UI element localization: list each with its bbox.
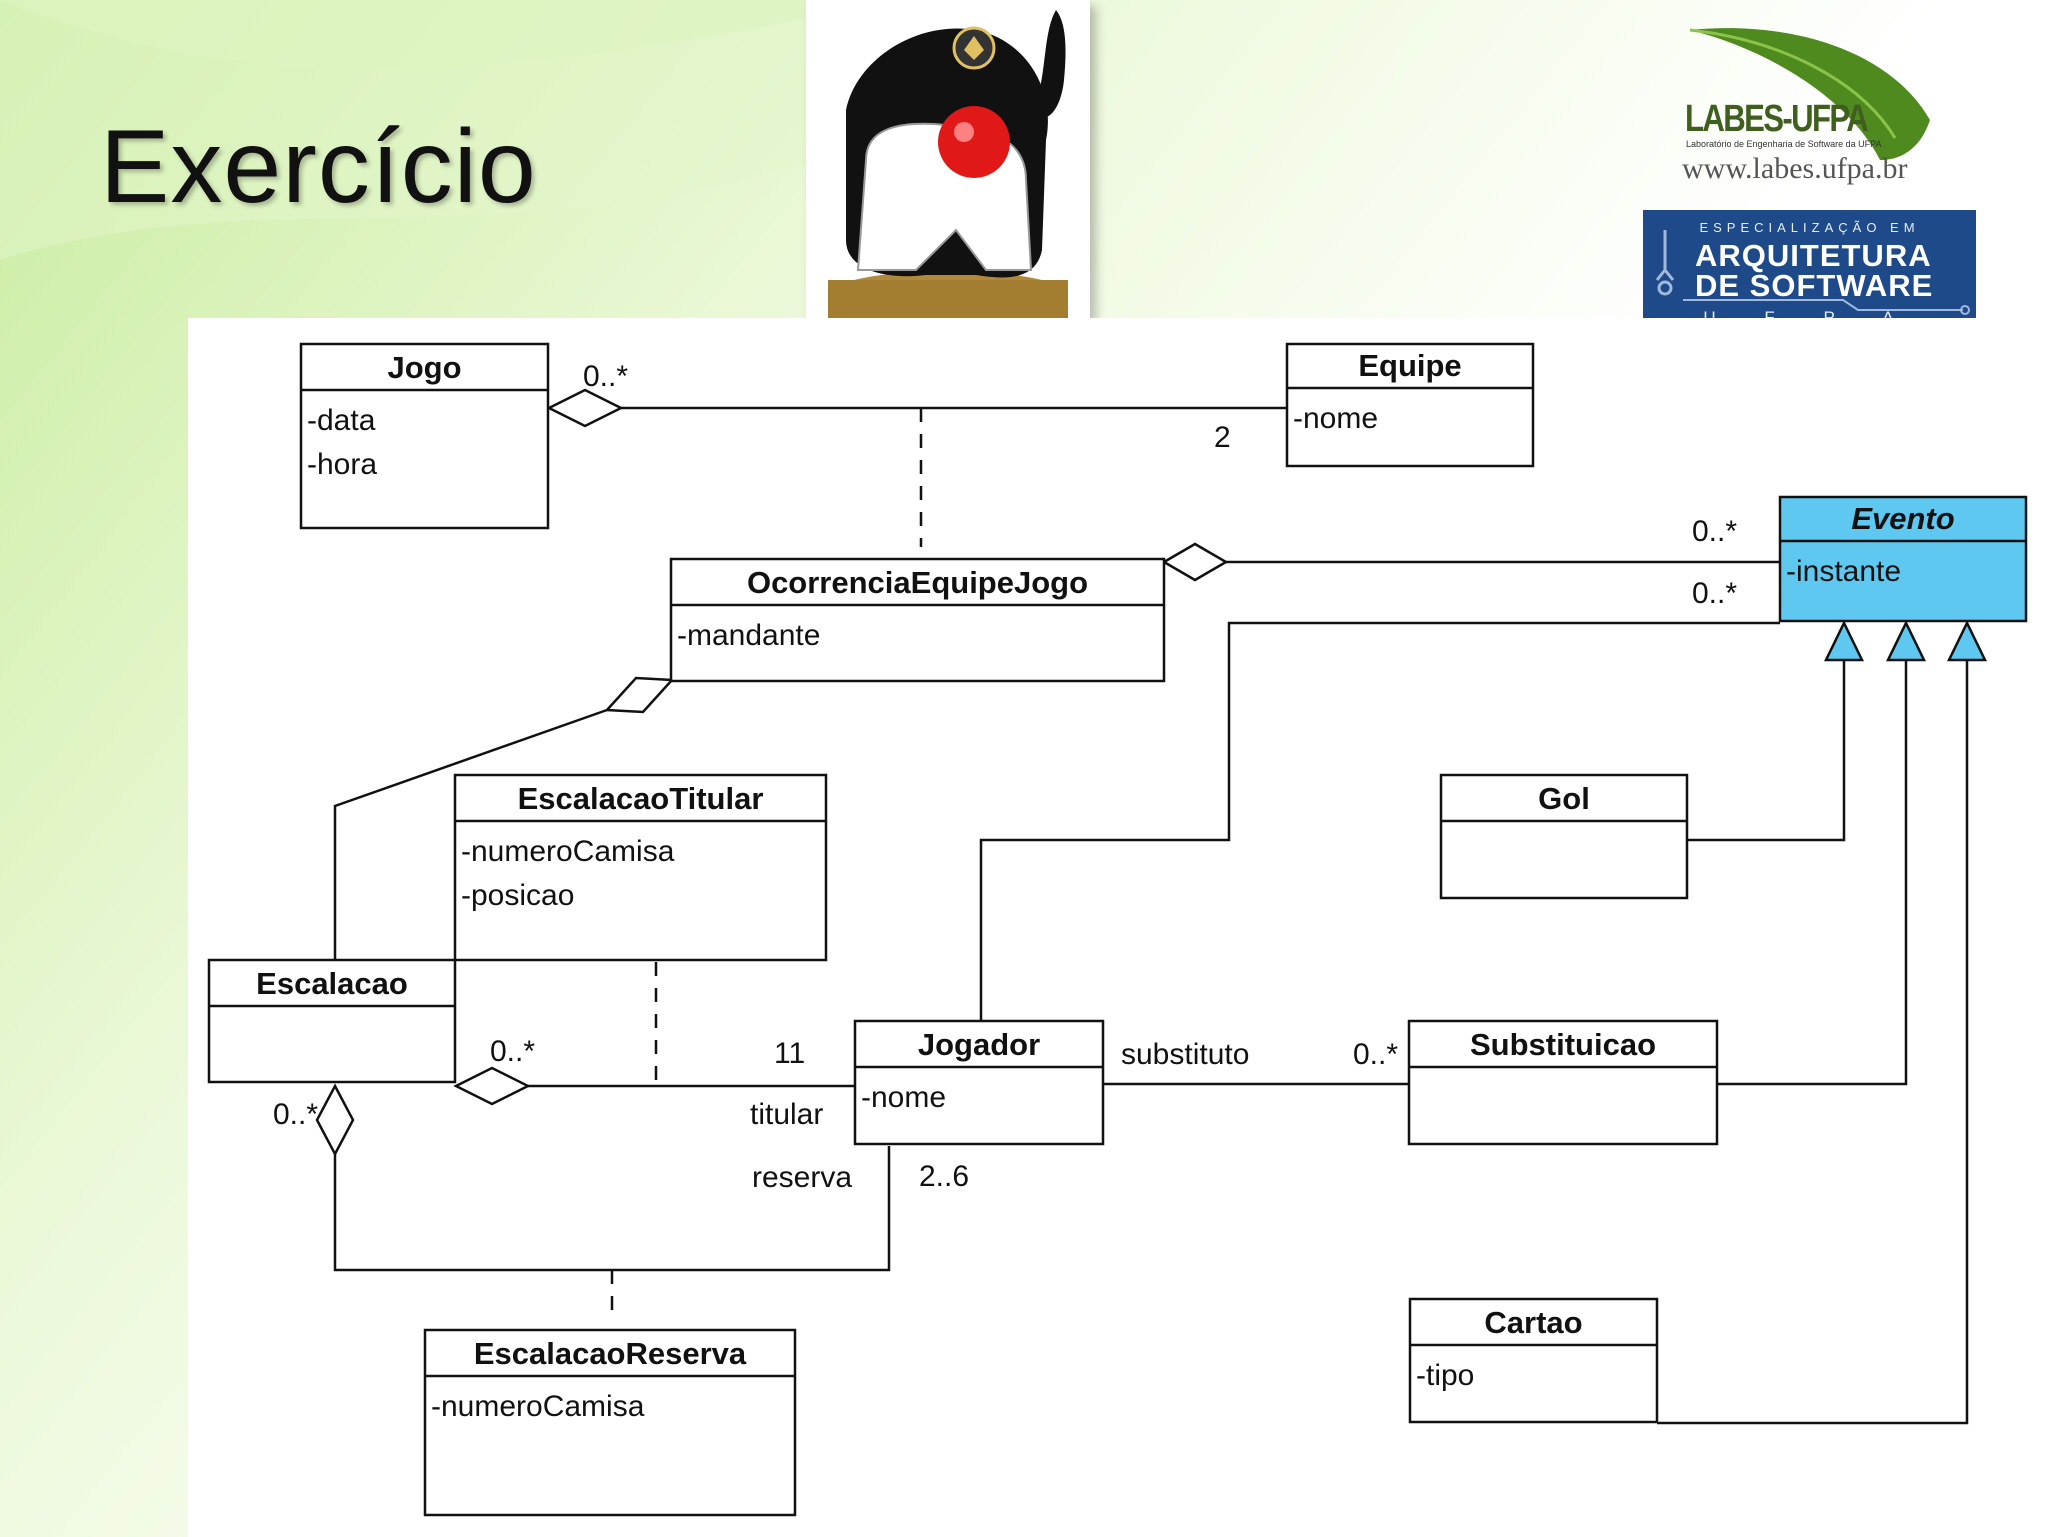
edge-cartao-evento	[1657, 660, 1969, 1425]
label-reserva-mult: 2..6	[919, 1160, 969, 1193]
label-jogo-mult: 0..*	[583, 360, 628, 393]
edge-ocorrencia-escalacao	[333, 708, 608, 960]
class-name: Substituicao	[1470, 1027, 1656, 1062]
class-name: Evento	[1851, 501, 1954, 536]
diamond-escalacao-reserva	[315, 1083, 355, 1157]
leaf-icon	[1689, 28, 1930, 160]
diamond-escalacao-titular	[453, 1066, 531, 1106]
class-name: Equipe	[1358, 348, 1461, 383]
class-attribute: -hora	[307, 448, 377, 481]
class-reserva: EscalacaoReserva -numeroCamisa	[423, 1328, 797, 1517]
labes-logo-text: LABES-UFPA	[1685, 98, 1869, 140]
edge-subst-evento	[1717, 660, 1908, 1086]
class-equipe: Equipe -nome	[1285, 342, 1535, 468]
class-attribute: -mandante	[677, 619, 820, 652]
class-evento: Evento -instante	[1778, 495, 2028, 623]
class-escalacao: Escalacao	[207, 958, 457, 1084]
diamond-ocorrencia-evento	[1161, 542, 1229, 582]
label-titular-role: titular	[750, 1098, 823, 1131]
class-attribute: -nome	[1293, 402, 1378, 435]
labes-url: www.labes.ufpa.br	[1682, 152, 1908, 185]
labes-subtitle: Laboratório de Engenharia de Software da…	[1686, 139, 1882, 149]
class-gol: Gol	[1439, 773, 1689, 900]
class-attribute: -numeroCamisa	[461, 835, 675, 868]
class-box	[299, 342, 550, 530]
uml-class-diagram: Jogo-data-horaEquipe-nomeOcorrenciaEquip…	[207, 342, 2028, 1517]
class-titular: EscalacaoTitular -numeroCamisa -posicao	[453, 773, 828, 962]
label-escalacao-mult: 0..*	[273, 1098, 318, 1131]
edge-gol-evento	[1687, 660, 1846, 842]
course-line-2: ARQUITETURA	[1695, 238, 1932, 273]
class-cartao: Cartao -tipo	[1408, 1297, 1659, 1424]
class-name: Gol	[1538, 781, 1590, 816]
class-box	[853, 1019, 1105, 1146]
generalization-arrow-2	[1886, 620, 1926, 662]
generalization-arrow-3	[1947, 620, 1987, 662]
course-badge: ESPECIALIZAÇÃO EM ARQUITETURA DE SOFTWAR…	[1643, 210, 1976, 333]
class-name: OcorrenciaEquipeJogo	[747, 565, 1088, 600]
class-ocorrencia: OcorrenciaEquipeJogo -mandante	[669, 557, 1166, 683]
class-name: Cartao	[1484, 1305, 1582, 1340]
class-box	[207, 958, 457, 1084]
class-box	[1439, 773, 1689, 900]
class-attribute: -posicao	[461, 879, 574, 912]
duke-mascot-icon	[806, 0, 1090, 318]
class-attribute: -nome	[861, 1081, 946, 1114]
class-box	[1778, 495, 2028, 623]
class-jogo: Jogo -data -hora	[299, 342, 550, 530]
class-name: EscalacaoReserva	[474, 1336, 747, 1371]
label-titular-jog-mult: 11	[774, 1037, 805, 1070]
course-line-1: ESPECIALIZAÇÃO EM	[1699, 220, 1920, 235]
label-equipe-mult: 2	[1214, 421, 1231, 454]
generalization-arrow-1	[1824, 620, 1864, 662]
label-substituto-role: substituto	[1121, 1038, 1249, 1071]
label-reserva-role: reserva	[752, 1161, 852, 1194]
edge-jogador-evento	[979, 621, 1780, 1021]
class-box	[453, 773, 828, 962]
course-line-3: DE SOFTWARE	[1695, 268, 1934, 303]
class-box	[1407, 1019, 1719, 1146]
label-titular-mult: 0..*	[490, 1035, 535, 1068]
class-name: Jogo	[387, 350, 461, 385]
class-jogador: Jogador -nome	[853, 1019, 1105, 1146]
class-attribute: -numeroCamisa	[431, 1390, 645, 1423]
label-evento-mult-1: 0..*	[1692, 515, 1737, 548]
class-box	[669, 557, 1166, 683]
class-attribute: -tipo	[1416, 1359, 1474, 1392]
class-attribute: -data	[307, 404, 376, 437]
label-evento-mult-2: 0..*	[1692, 577, 1737, 610]
class-box	[1408, 1297, 1659, 1424]
label-subst-mult: 0..*	[1353, 1038, 1398, 1071]
class-name: EscalacaoTitular	[518, 781, 764, 816]
class-name: Escalacao	[256, 966, 408, 1001]
slide-title: Exercício	[100, 109, 537, 225]
class-box	[423, 1328, 797, 1517]
class-box	[1285, 342, 1535, 468]
class-name: Jogador	[918, 1027, 1040, 1062]
class-attribute: -instante	[1786, 555, 1901, 588]
diamond-ocorrencia-escalacao	[604, 676, 675, 714]
class-substituicao: Substituicao	[1407, 1019, 1719, 1146]
diamond-jogo	[546, 388, 624, 428]
